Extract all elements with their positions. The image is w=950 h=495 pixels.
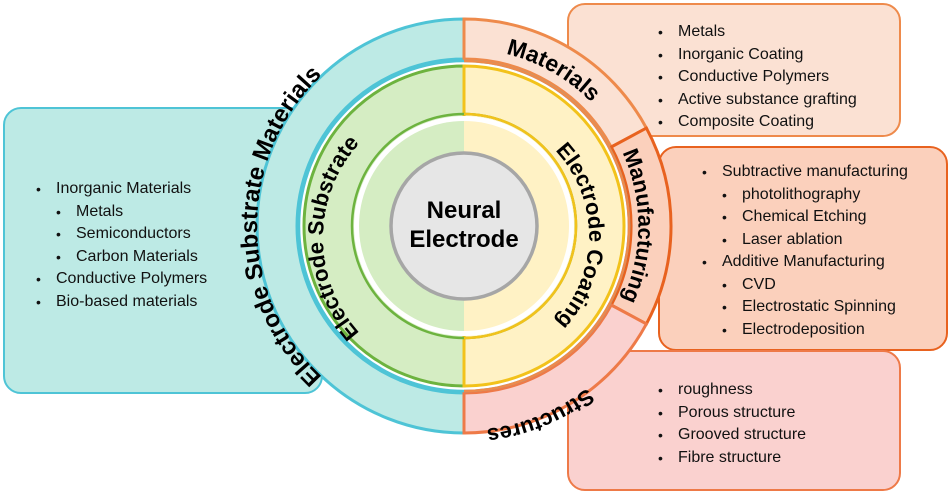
- list-item: Active substance grafting: [658, 89, 857, 112]
- list-item: Carbon Materials: [56, 246, 207, 269]
- center-circle: [389, 151, 539, 301]
- manufacturing-box: Subtractive manufacturing photolithograp…: [658, 146, 948, 351]
- list-item: Laser ablation: [722, 229, 908, 252]
- list-item: Fibre structure: [658, 447, 806, 470]
- list-item: Inorganic Materials: [36, 178, 207, 201]
- list-item: Additive Manufacturing: [702, 251, 908, 274]
- list-item: Chemical Etching: [722, 206, 908, 229]
- center-label-line2: Electrode: [409, 226, 518, 253]
- list-item: Porous structure: [658, 402, 806, 425]
- list-item: Electrodeposition: [722, 319, 908, 342]
- list-item: Conductive Polymers: [36, 268, 207, 291]
- list-item: roughness: [658, 379, 806, 402]
- materials-box: Metals Inorganic Coating Conductive Poly…: [567, 3, 901, 137]
- list-item: Subtractive manufacturing: [702, 161, 908, 184]
- list-item: Inorganic Coating: [658, 44, 857, 67]
- outer-ring-left-segment: [255, 17, 466, 435]
- outer-ring-structures-segment: [462, 302, 649, 435]
- list-item: Conductive Polymers: [658, 66, 857, 89]
- list-item: Metals: [56, 201, 207, 224]
- list-item: Bio-based materials: [36, 291, 207, 314]
- list-item: Grooved structure: [658, 424, 806, 447]
- list-item: Electrostatic Spinning: [722, 296, 908, 319]
- list-item: Semiconductors: [56, 223, 207, 246]
- list-item: photolithography: [722, 184, 908, 207]
- center-label-line1: Neural: [427, 197, 502, 224]
- list-item: Composite Coating: [658, 111, 857, 134]
- list-item: Metals: [658, 21, 857, 44]
- structures-box: roughness Porous structure Grooved struc…: [567, 350, 901, 491]
- list-item: CVD: [722, 274, 908, 297]
